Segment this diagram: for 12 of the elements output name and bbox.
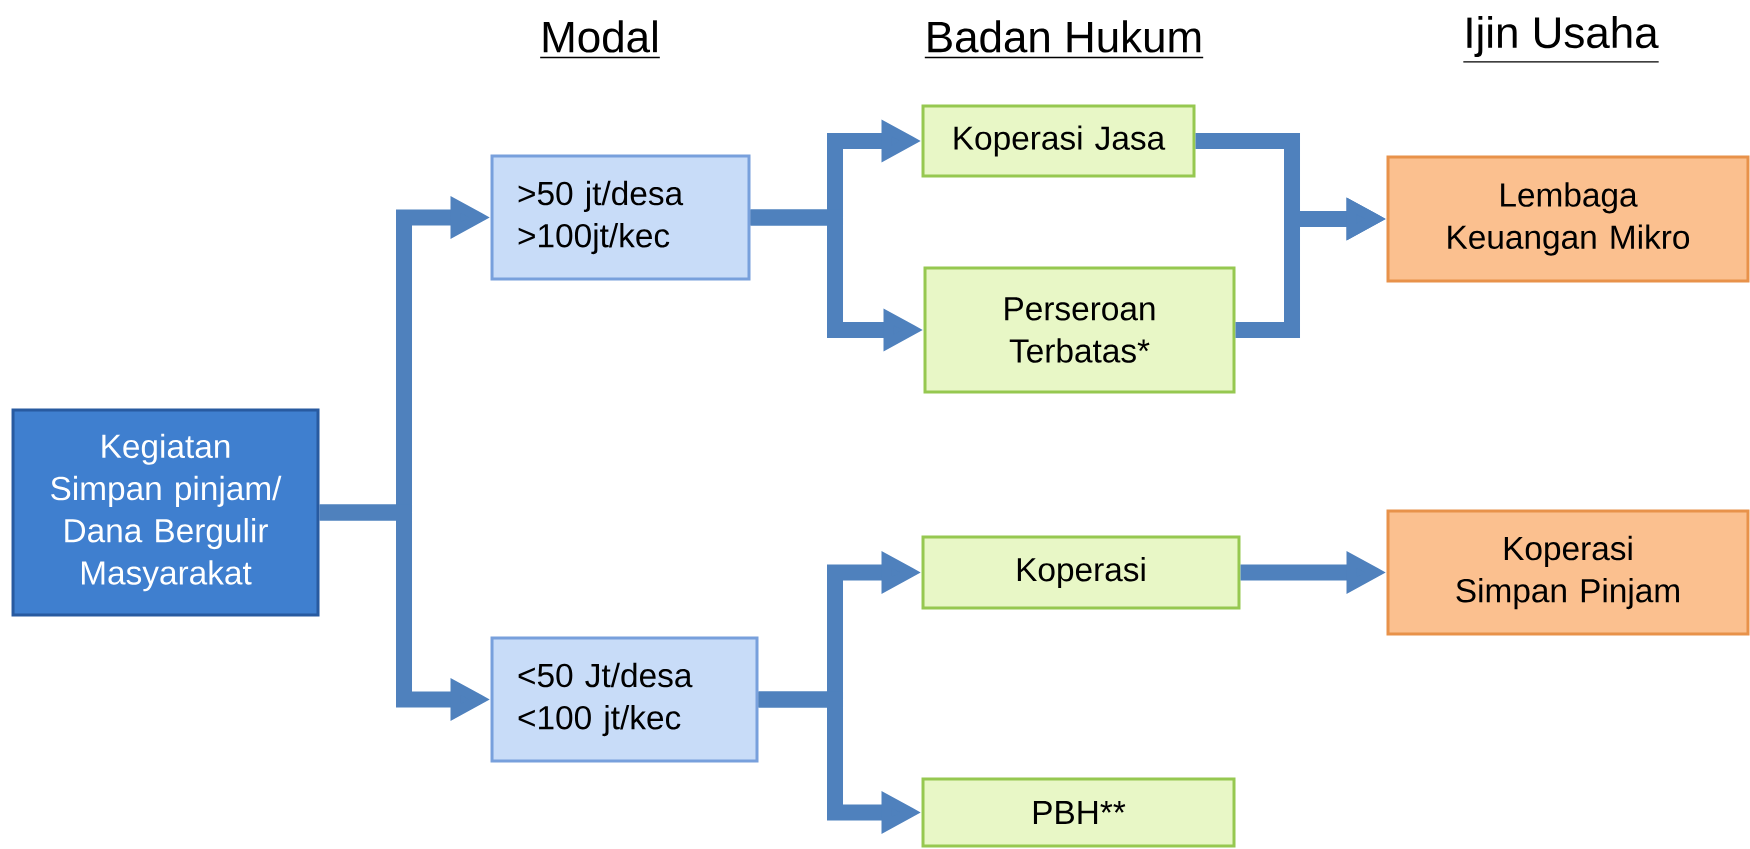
license-box: Lembaga Keuangan Mikro [1386,155,1750,283]
entity-box: Perseroan Terbatas* [923,266,1236,394]
column-heading: Badan Hukum [924,20,1204,59]
license-box: Koperasi Simpan Pinjam [1386,509,1750,636]
capital-box: >50 jt/desa >100jt/kec [490,154,751,281]
start-box: Kegiatan Simpan pinjam/ Dana Bergulir Masyarakat [11,408,320,617]
entity-box: Koperasi Jasa [921,104,1196,178]
column-heading: Ijin Usaha [1462,16,1660,63]
entity-box: PBH** [921,777,1236,848]
capital-box: <50 Jt/desa <100 jt/kec [490,636,759,763]
entity-box: Koperasi [921,535,1241,610]
column-heading: Modal [539,20,661,59]
